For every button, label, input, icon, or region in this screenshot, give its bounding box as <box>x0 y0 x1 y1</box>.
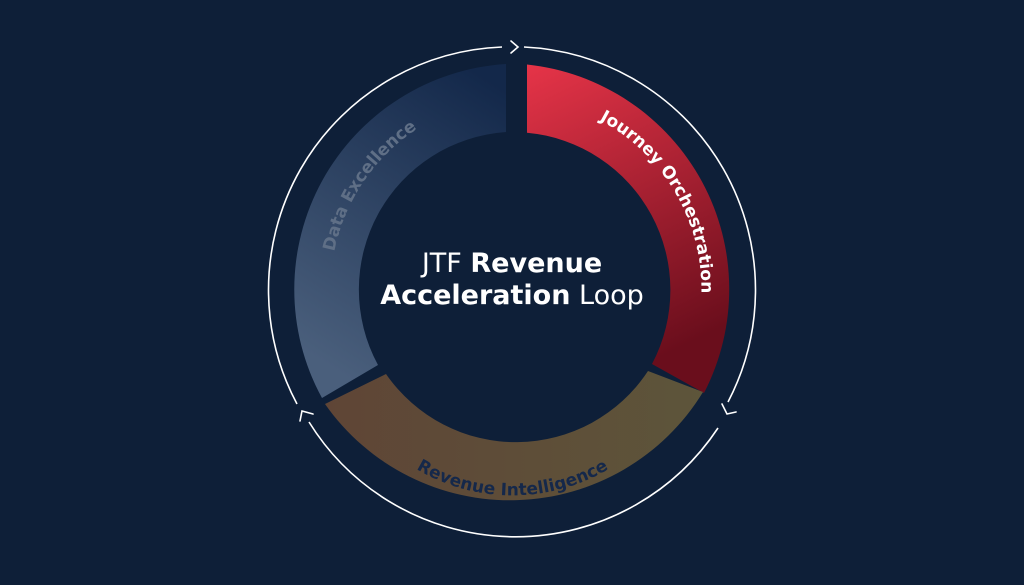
diagram-title-line2: Acceleration Loop <box>380 280 644 311</box>
chevron-right-icon <box>510 40 520 54</box>
chevron-down-left-icon <box>721 403 737 415</box>
segment-data-excellence[interactable] <box>294 64 506 398</box>
diagram-title-line1: JTF Revenue <box>420 248 602 279</box>
segment-revenue-intelligence[interactable] <box>325 371 703 501</box>
chevron-up-left-icon <box>299 410 314 422</box>
cycle-ring <box>267 46 757 538</box>
segment-journey-orchestration[interactable] <box>527 64 730 394</box>
